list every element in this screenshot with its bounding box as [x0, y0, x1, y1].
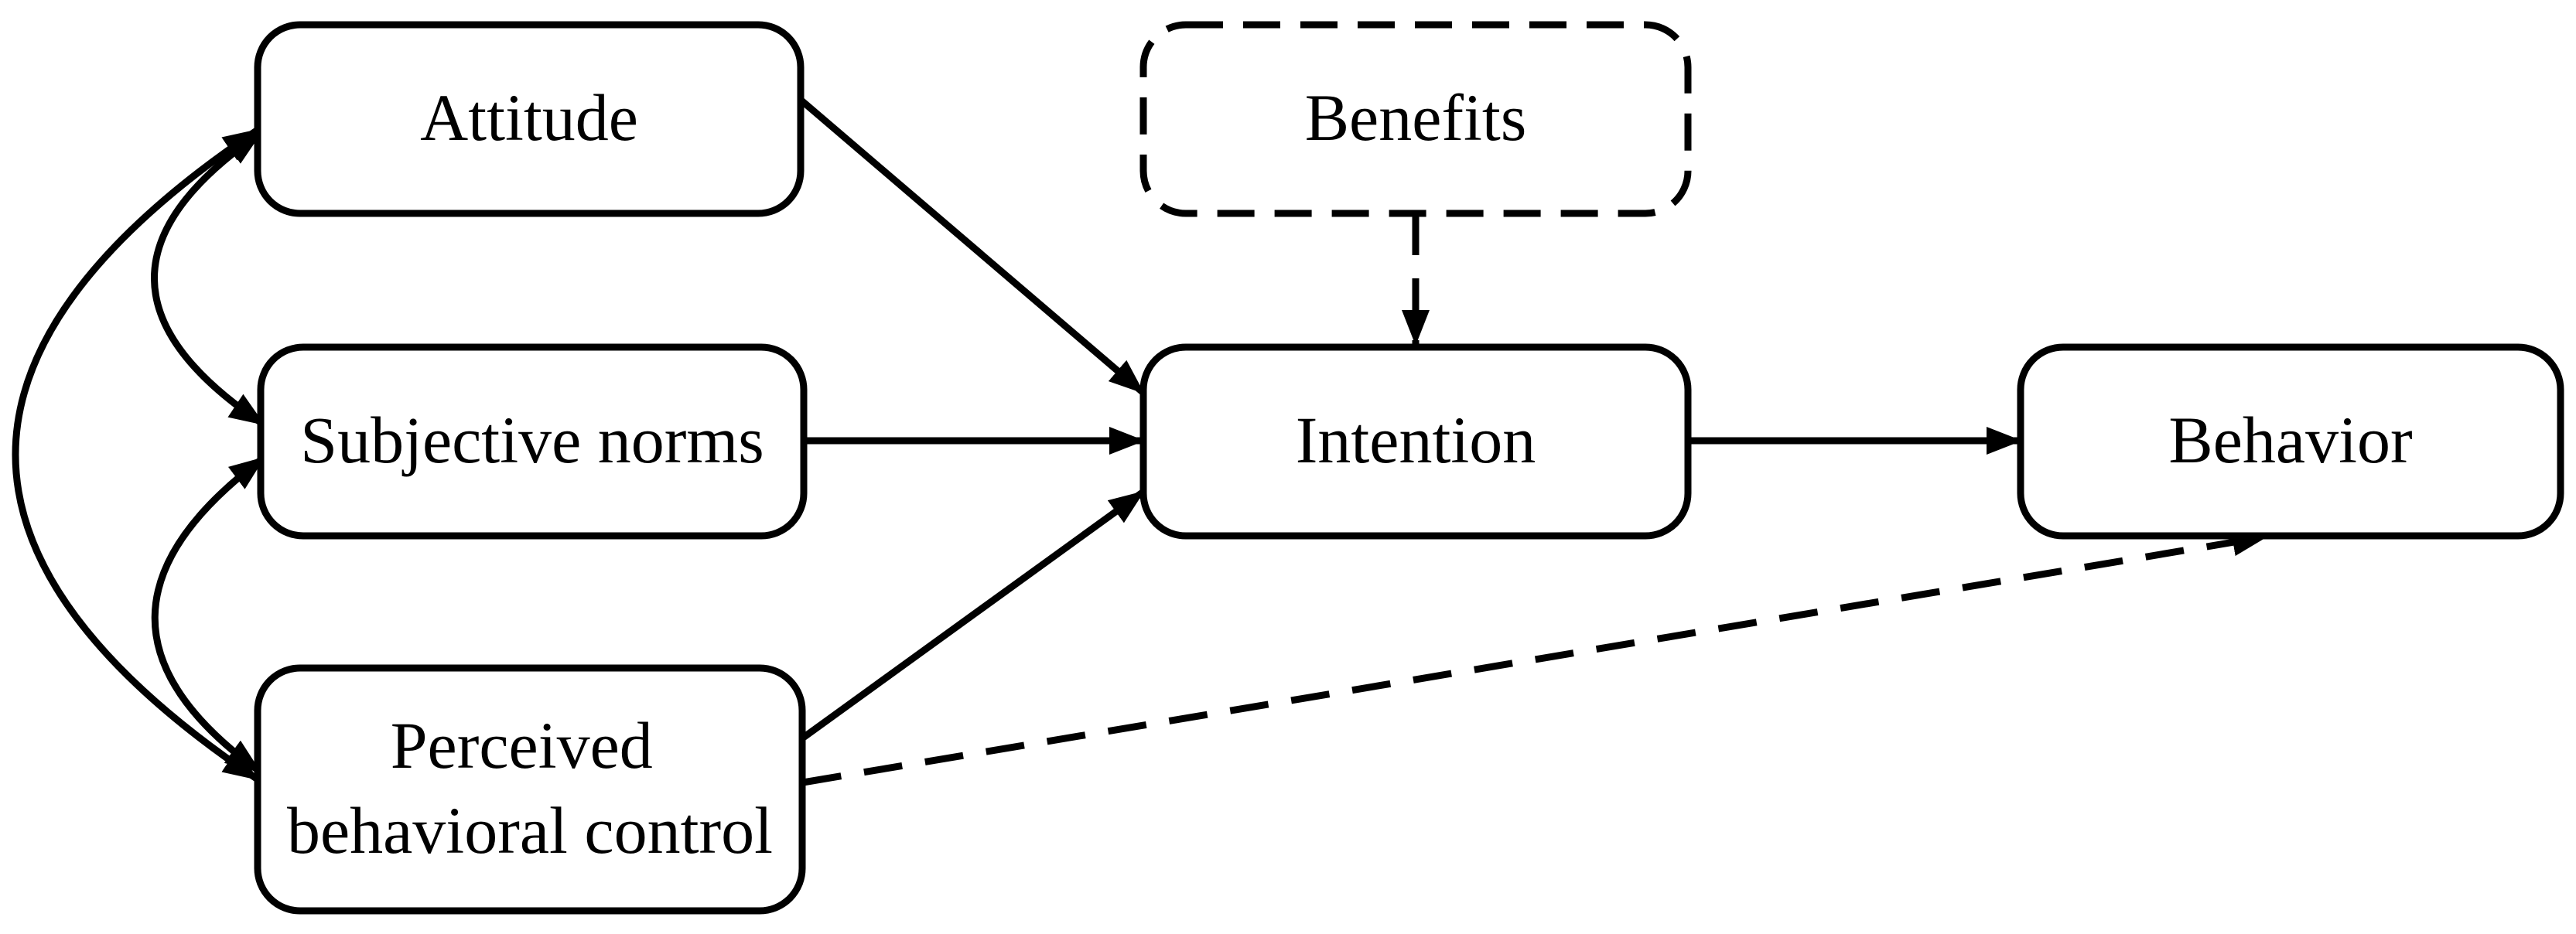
behavior-label: Behavior: [2168, 403, 2412, 477]
intention-label: Intention: [1296, 403, 1536, 477]
benefits-label: Benefits: [1305, 80, 1527, 155]
behavior-box: [2017, 343, 2564, 540]
node-intention: Intention: [1139, 343, 1692, 540]
node-subjective-norms: Subjective norms: [257, 343, 808, 540]
edge-pbc-to-intention: [800, 489, 1146, 741]
edge-pbc-to-behavior: [802, 528, 2268, 786]
edge-attitude-subjective-norms-arc: [151, 130, 266, 428]
attitude-label: Attitude: [420, 80, 638, 155]
node-benefits: Benefits: [1139, 21, 1692, 217]
node-behavior: Behavior: [2017, 343, 2564, 540]
perceived-behavioral-control-label: Perceived behavioral control: [287, 708, 773, 868]
node-perceived-behavioral-control: Perceived behavioral control: [254, 664, 806, 915]
edge-attitude-to-intention: [799, 97, 1146, 396]
benefits-box: [1139, 21, 1692, 217]
edge-attitude-pbc-arc: [12, 127, 260, 782]
edge-subjective-norms-pbc-arc: [151, 455, 266, 775]
subjective-norms-label: Subjective norms: [300, 403, 764, 477]
intention-box: [1139, 343, 1692, 540]
perceived-behavioral-control-box: [254, 664, 806, 915]
node-attitude: Attitude: [254, 21, 805, 217]
attitude-box: [254, 21, 805, 217]
pbc-label-line2: behavioral control: [287, 793, 773, 868]
pbc-label-line1: Perceived: [391, 708, 653, 782]
subjective-norms-box: [257, 343, 808, 540]
